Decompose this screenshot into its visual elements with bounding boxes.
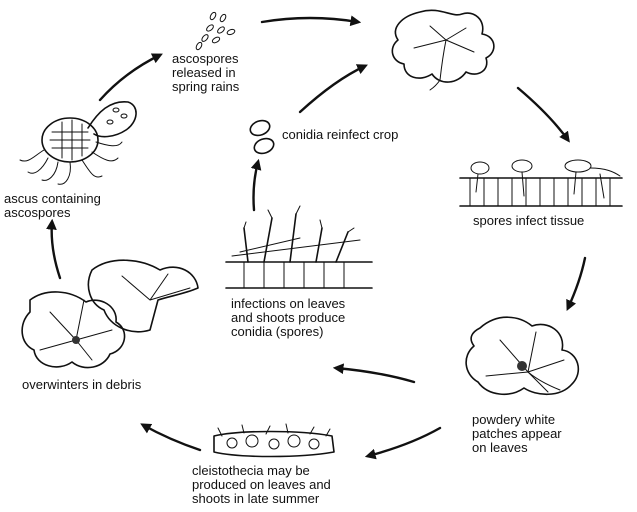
label-ascospores-released: ascospores released in spring rains — [172, 52, 239, 94]
arrow-leaf-to-tissue — [518, 88, 568, 140]
label-spores-infect-tissue: spores infect tissue — [473, 214, 584, 228]
arrow-tissue-to-patches — [568, 258, 585, 308]
debris-leaves-icon — [22, 260, 198, 367]
grape-leaf-icon — [392, 10, 494, 90]
label-ascus-containing-ascospores: ascus containing ascospores — [4, 192, 101, 220]
label-infections-produce-conidia: infections on leaves and shoots produce … — [231, 297, 345, 339]
arrow-patches-to-cleisto — [368, 428, 440, 456]
arrow-cleisto-to-debris — [143, 425, 200, 450]
arrow-spores-to-leaf — [262, 18, 358, 22]
powdery-leaf-icon — [466, 317, 578, 394]
ascospore-cluster-icon — [195, 11, 236, 50]
arrow-patches-to-shoot — [336, 368, 414, 382]
arrow-conidia-to-leaf — [300, 66, 365, 112]
arrow-ascus-to-spores — [100, 55, 160, 100]
cleistothecia-icon — [214, 424, 334, 457]
label-conidia-reinfect-crop: conidia reinfect crop — [282, 128, 398, 142]
label-powdery-white-patches: powdery white patches appear on leaves — [472, 413, 562, 455]
infected-shoot-icon — [226, 206, 372, 288]
label-overwinters-in-debris: overwinters in debris — [22, 378, 141, 392]
conidia-icon — [248, 118, 276, 156]
infected-tissue-icon — [460, 160, 622, 206]
arrow-shoot-to-conidia — [254, 162, 259, 210]
arrow-debris-to-ascus — [52, 222, 60, 278]
label-cleistothecia: cleistothecia may be produced on leaves … — [192, 464, 331, 506]
ascus-icon — [20, 102, 136, 184]
